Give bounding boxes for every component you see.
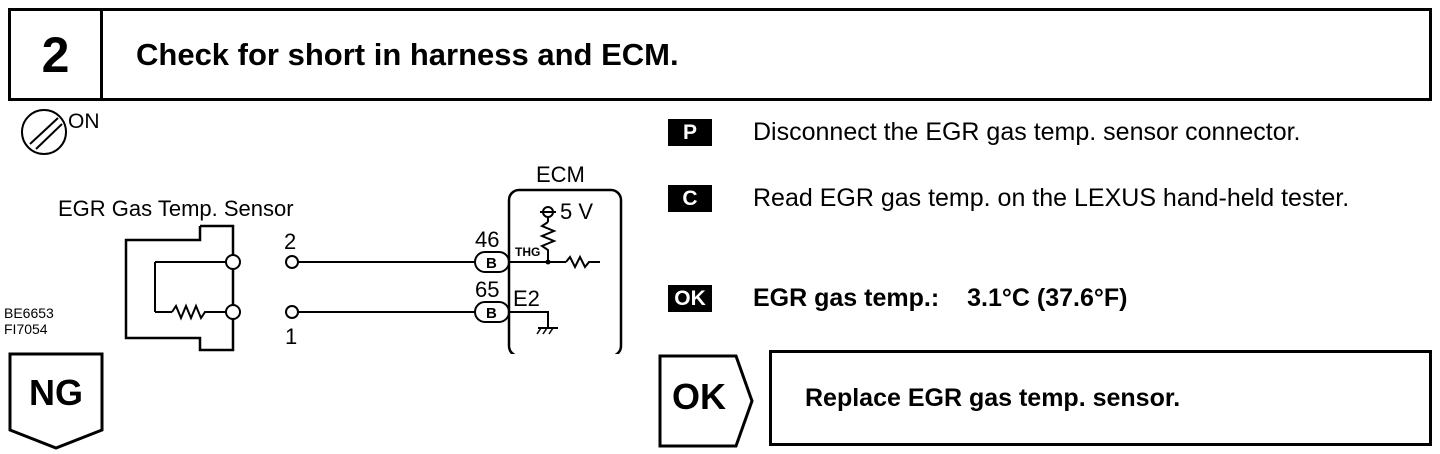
step-title: Check for short in harness and ECM.: [136, 36, 679, 72]
instruction-c-text: Read EGR gas temp. on the LEXUS hand-hel…: [753, 184, 1350, 212]
wire-1-label: 1: [285, 324, 297, 349]
ng-label: NG: [29, 372, 83, 413]
ok-action-text: Replace EGR gas temp. sensor.: [805, 383, 1181, 412]
resistor-icon: [171, 303, 226, 321]
thg-label: THG: [515, 245, 540, 259]
ok-tag-shape: [658, 354, 754, 448]
ok-action-box: Replace EGR gas temp. sensor.: [769, 350, 1432, 446]
connector-b-65-label: B: [486, 305, 497, 322]
ok-criteria-line: EGR gas temp.: 3.1°C (37.6°F): [753, 281, 1127, 316]
wire-2-label: 2: [284, 229, 296, 254]
ok-criteria: OK EGR gas temp.: 3.1°C (37.6°F): [668, 281, 1428, 316]
instruction-p-text: Disconnect the EGR gas temp. sensor conn…: [753, 118, 1301, 146]
sensor-label: EGR Gas Temp. Sensor: [58, 196, 294, 221]
ref-code-2: FI7054: [4, 321, 48, 337]
ignition-switch-icon: [21, 109, 67, 155]
pin-65-label: 65: [475, 277, 499, 302]
step-header: 2 Check for short in harness and ECM.: [8, 8, 1432, 101]
ok-label: OK: [672, 376, 726, 417]
ground-symbol-icon: [536, 327, 558, 335]
badge-p: P: [668, 119, 712, 146]
badge-c: C: [668, 185, 712, 212]
connector-b-46-label: B: [486, 255, 497, 272]
pin-46-label: 46: [475, 227, 499, 252]
instruction-c: C Read EGR gas temp. on the LEXUS hand-h…: [668, 181, 1428, 216]
ref-code-1: BE6653: [4, 305, 54, 321]
ng-tag-shape: [8, 352, 104, 450]
voltage-label: 5 V: [560, 199, 593, 224]
ok-criteria-value: 3.1°C (37.6°F): [967, 284, 1128, 312]
step-number: 2: [11, 11, 103, 98]
ok-criteria-label: EGR gas temp.:: [753, 284, 940, 312]
ignition-label: ON: [68, 110, 100, 133]
wiring-diagram: ON EGR Gas Temp. Sensor BE6653 FI7054 2 …: [4, 109, 623, 354]
ecm-label: ECM: [536, 162, 585, 187]
sensor-body: [124, 224, 241, 352]
e2-label: E2: [513, 286, 540, 311]
ecm-box: [507, 188, 623, 354]
instruction-p: P Disconnect the EGR gas temp. sensor co…: [668, 115, 1428, 150]
badge-ok: OK: [668, 285, 712, 312]
